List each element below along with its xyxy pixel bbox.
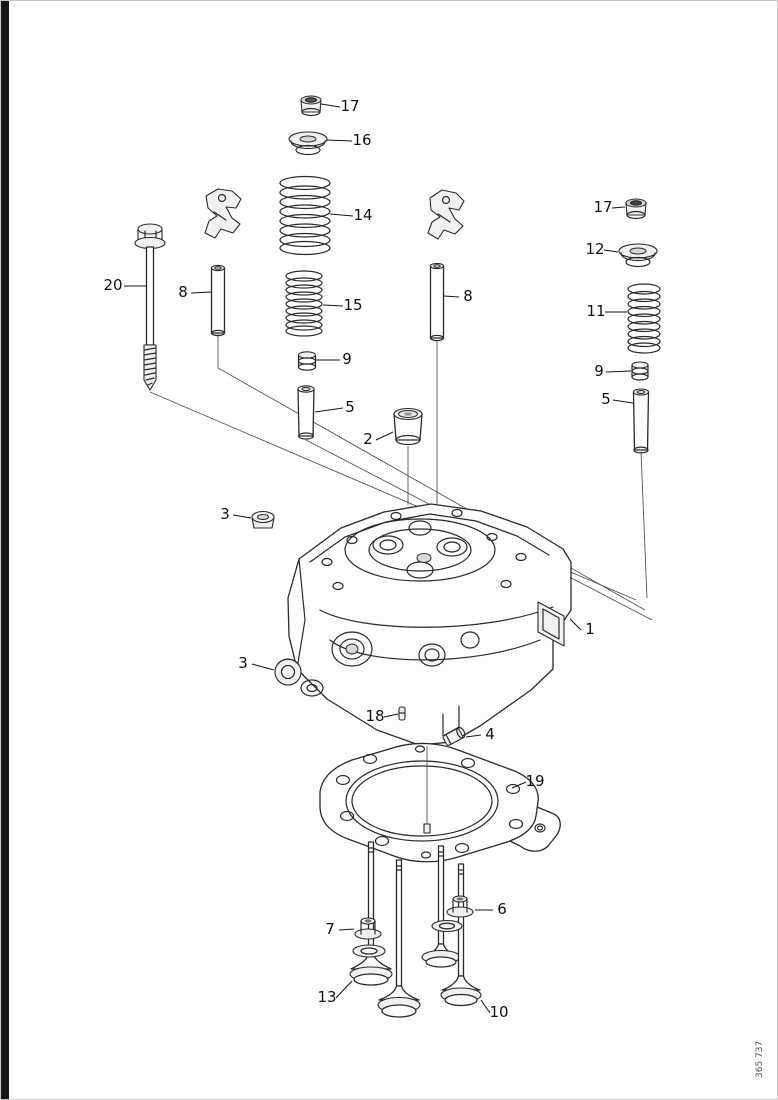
part-label-1: 1 xyxy=(585,620,595,638)
part-label-8-left: 8 xyxy=(178,283,188,301)
part-17-top-cap xyxy=(300,95,322,117)
part-label-2: 2 xyxy=(363,430,373,448)
part-label-11: 11 xyxy=(586,302,605,320)
right-rocker-lever xyxy=(427,189,465,240)
part-20-head-bolt xyxy=(134,223,166,391)
part-label-10: 10 xyxy=(489,1003,508,1021)
leader-lines xyxy=(124,103,634,1014)
page-edge-bar xyxy=(0,0,9,1100)
part-12-spring-retainer xyxy=(618,243,658,268)
part-label-6: 6 xyxy=(497,900,507,918)
part-label-8-right: 8 xyxy=(463,287,473,305)
part-6-valve-stem-seal xyxy=(431,895,474,933)
doc-number: 365 737 xyxy=(755,1041,765,1078)
part-3-top-plug xyxy=(251,510,275,529)
part-16-spring-retainer xyxy=(288,131,328,156)
part-18-dowel-pin xyxy=(398,706,406,721)
part-10-valve xyxy=(440,863,482,1007)
part-label-9-right: 9 xyxy=(594,362,604,380)
left-rocker-lever xyxy=(204,188,242,239)
part-label-20: 20 xyxy=(103,276,122,294)
part-label-3-bottom: 3 xyxy=(238,654,248,672)
part-label-18: 18 xyxy=(365,707,384,725)
part-7-valve-stem-seal xyxy=(352,917,386,958)
part-2-tappet xyxy=(393,407,423,446)
part-valve-2 xyxy=(377,859,421,1018)
lower-axis-line xyxy=(423,746,431,834)
part-label-12: 12 xyxy=(585,240,604,258)
part-label-7: 7 xyxy=(325,920,335,938)
part-1-cylinder-head xyxy=(287,503,572,746)
part-label-4: 4 xyxy=(485,725,495,743)
part-label-14: 14 xyxy=(353,206,372,224)
part-17-right-cap xyxy=(625,198,647,220)
part-19-head-gasket xyxy=(319,742,561,863)
part-5-right-valve-guide xyxy=(632,388,650,454)
part-label-13: 13 xyxy=(317,988,336,1006)
part-label-19: 19 xyxy=(525,772,544,790)
part-8-right-tube xyxy=(429,262,445,342)
part-labels: 17 16 14 15 9 5 2 8 20 8 17 12 11 9 5 3 … xyxy=(103,97,612,1021)
part-5-left-valve-guide xyxy=(297,385,315,440)
part-label-17: 17 xyxy=(340,97,359,115)
part-4-plug-pin xyxy=(442,727,466,746)
part-3-bottom-seal-ring xyxy=(274,658,302,686)
part-label-3-top: 3 xyxy=(220,505,230,523)
part-label-9: 9 xyxy=(342,350,352,368)
part-label-17-right: 17 xyxy=(593,198,612,216)
part-15-inner-valve-spring xyxy=(285,270,323,337)
part-label-16: 16 xyxy=(352,131,371,149)
part-8-left-tube xyxy=(210,264,226,337)
part-valve-3 xyxy=(421,845,461,968)
part-label-5-right: 5 xyxy=(601,390,611,408)
part-label-5: 5 xyxy=(345,398,355,416)
part-label-15: 15 xyxy=(343,296,362,314)
part-11-valve-spring xyxy=(627,283,661,354)
part-14-outer-valve-spring xyxy=(279,175,331,256)
part-13-valve xyxy=(349,841,393,986)
part-9-left-spring-seat xyxy=(297,351,317,371)
part-9-right-spring-seat xyxy=(631,361,649,381)
